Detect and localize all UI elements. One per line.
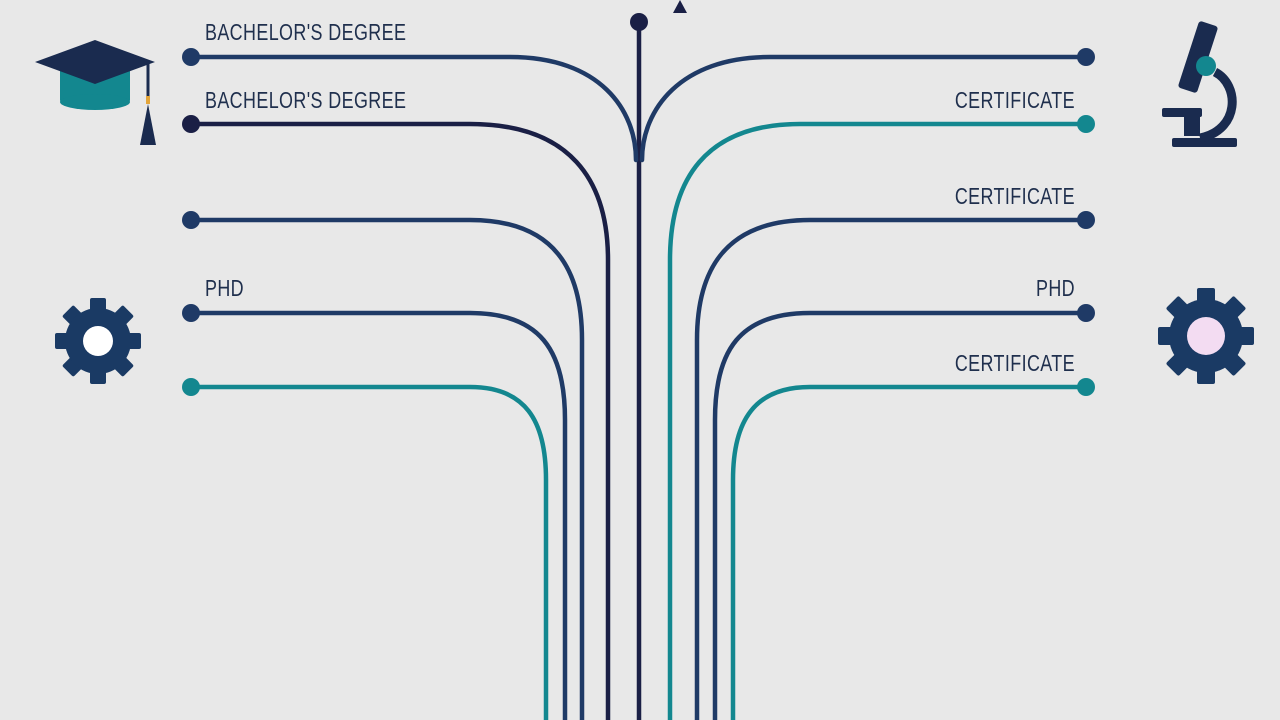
branch-node[interactable]: [182, 304, 200, 322]
branch-label-left-1: BACHELOR'S DEGREE: [205, 20, 406, 46]
right-branch-3: CERTIFICATE: [694, 184, 1095, 720]
graduation-cap-icon: [35, 40, 156, 145]
branch-label-left-4: PHD: [205, 276, 244, 302]
branch-label-right-5: CERTIFICATE: [955, 351, 1075, 377]
left-branch-4: PHD: [182, 276, 568, 720]
branch-node[interactable]: [182, 378, 200, 396]
right-branch-2: CERTIFICATE: [667, 88, 1095, 720]
branch-label-right-2: CERTIFICATE: [955, 88, 1075, 114]
left-branch-2: BACHELOR'S DEGREE: [182, 88, 611, 720]
right-branch-5: CERTIFICATE: [730, 351, 1095, 720]
gear-icon: [1158, 288, 1254, 384]
microscope-icon: [1162, 21, 1237, 147]
branch-label-right-4: PHD: [1036, 276, 1075, 302]
branch-label-left-2: BACHELOR'S DEGREE: [205, 88, 406, 114]
branch-node[interactable]: [182, 211, 200, 229]
left-branch-1: BACHELOR'S DEGREE: [182, 20, 639, 163]
branch-node[interactable]: [1077, 211, 1095, 229]
right-branch-4: PHD: [712, 276, 1095, 720]
branch-node[interactable]: [1077, 378, 1095, 396]
central-trunk: [630, 0, 687, 720]
left-branch-3: [182, 211, 585, 720]
branch-node[interactable]: [1077, 115, 1095, 133]
branch-node[interactable]: [182, 48, 200, 66]
gear-icon: [55, 298, 141, 384]
left-branch-5: [182, 378, 549, 720]
right-branch-1: [639, 48, 1095, 163]
branch-node[interactable]: [1077, 48, 1095, 66]
branch-node[interactable]: [1077, 304, 1095, 322]
branch-node[interactable]: [182, 115, 200, 133]
branch-label-right-3: CERTIFICATE: [955, 184, 1075, 210]
